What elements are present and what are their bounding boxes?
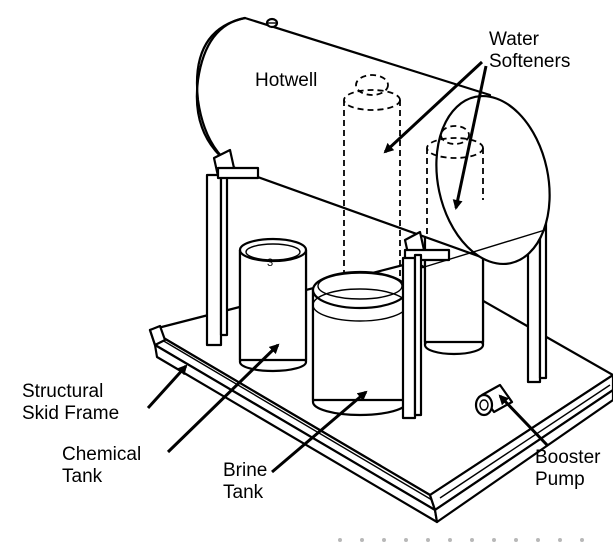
arrow-brine-tank <box>271 390 368 474</box>
water-softener-right <box>423 228 485 356</box>
watermark-dots <box>338 538 584 542</box>
frame-posts-front <box>401 229 546 420</box>
label-brine-tank-line1: Brine <box>223 460 267 481</box>
arrow-water-softener-right <box>452 65 488 210</box>
chemical-tank: 3 <box>238 237 308 373</box>
chemical-tank-lid-mark: 3 <box>267 257 273 269</box>
label-booster-pump-line1: Booster <box>535 447 601 468</box>
label-skid-frame-line2: Skid Frame <box>22 403 119 424</box>
brine-tank <box>311 270 409 417</box>
label-chemical-tank-line2: Tank <box>62 466 103 487</box>
arrow-skid-frame <box>146 364 188 410</box>
arrow-water-softener-left <box>383 60 484 154</box>
hotwell-saddles <box>212 148 451 262</box>
label-hotwell: Hotwell <box>255 70 317 91</box>
arrow-chemical-tank <box>166 343 280 454</box>
label-chemical-tank-line1: Chemical <box>62 444 141 465</box>
leader-arrows <box>146 60 550 474</box>
label-skid-frame-line1: Structural <box>22 381 103 402</box>
arrow-booster-pump <box>498 394 550 448</box>
label-water-softeners-line2: Softeners <box>489 51 570 72</box>
booster-pump <box>474 383 514 417</box>
label-booster-pump-line2: Pump <box>535 469 585 490</box>
label-brine-tank-line2: Tank <box>223 482 264 503</box>
label-water-softeners-line1: Water <box>489 29 540 50</box>
